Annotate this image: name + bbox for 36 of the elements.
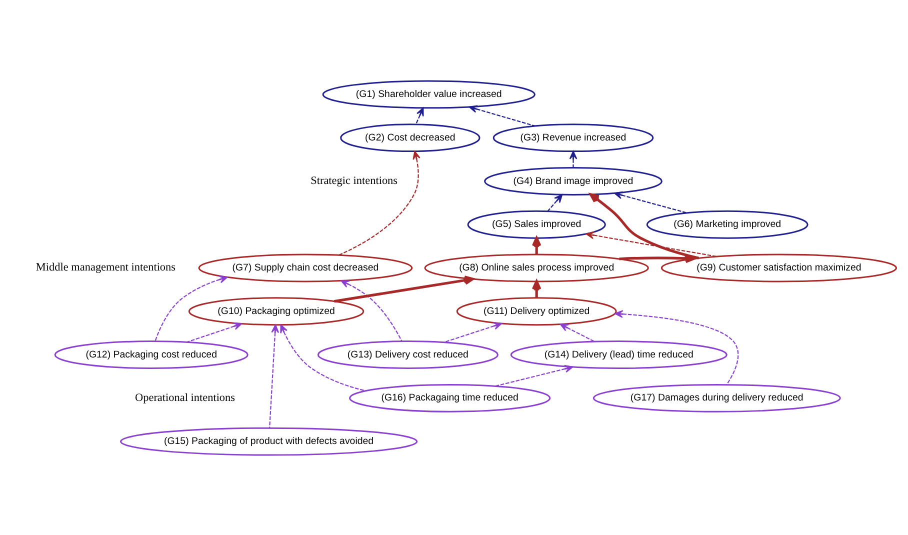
arrow xyxy=(415,106,424,124)
arrow xyxy=(569,150,578,168)
node-ellipse: (G8) Online sales process improved xyxy=(424,253,649,282)
arrow xyxy=(338,150,420,256)
arrow xyxy=(154,275,228,341)
arrow xyxy=(280,324,366,391)
arrow xyxy=(495,364,574,386)
arrow xyxy=(547,194,563,212)
node-ellipse: (G4) Brand image improved xyxy=(484,166,662,195)
node-ellipse: (G15) Packaging of product with defects avoided xyxy=(120,426,418,456)
node-ellipse: (G12) Packaging cost reduced xyxy=(54,340,248,368)
label: Strategic intentions xyxy=(310,174,398,186)
node-ellipse: (G3) Revenue increased xyxy=(492,123,654,152)
node-ellipse: (G17) Damages during delivery reduced xyxy=(592,383,841,412)
arrow xyxy=(468,104,535,126)
arrow xyxy=(186,322,242,342)
arrow xyxy=(268,324,280,428)
node-ellipse: (G13) Delivery cost reduced xyxy=(317,340,498,368)
label: Middle management intentions xyxy=(36,261,176,274)
arrow xyxy=(619,253,695,263)
node-ellipse: (G14) Delivery (lead) time reduced xyxy=(510,340,728,368)
arrow xyxy=(590,192,700,259)
arrow xyxy=(560,323,595,342)
arrow xyxy=(334,275,474,302)
arrow xyxy=(614,190,688,213)
arrow xyxy=(614,310,739,384)
arrow xyxy=(586,230,718,257)
label: Operational intentions xyxy=(135,391,236,404)
arrow xyxy=(340,280,402,341)
node-ellipse: (G11) Delivery optimized xyxy=(456,296,617,326)
node-ellipse: (G10) Packaging optimized xyxy=(188,296,364,326)
node-ellipse: (G1) Shareholder value increased xyxy=(322,80,536,108)
node-ellipse: (G6) Marketing improved xyxy=(646,210,808,238)
node-ellipse: (G2) Cost decreased xyxy=(340,123,480,152)
node-ellipse: (G16) Packagaing time reduced xyxy=(348,383,551,412)
arrow xyxy=(444,322,502,342)
